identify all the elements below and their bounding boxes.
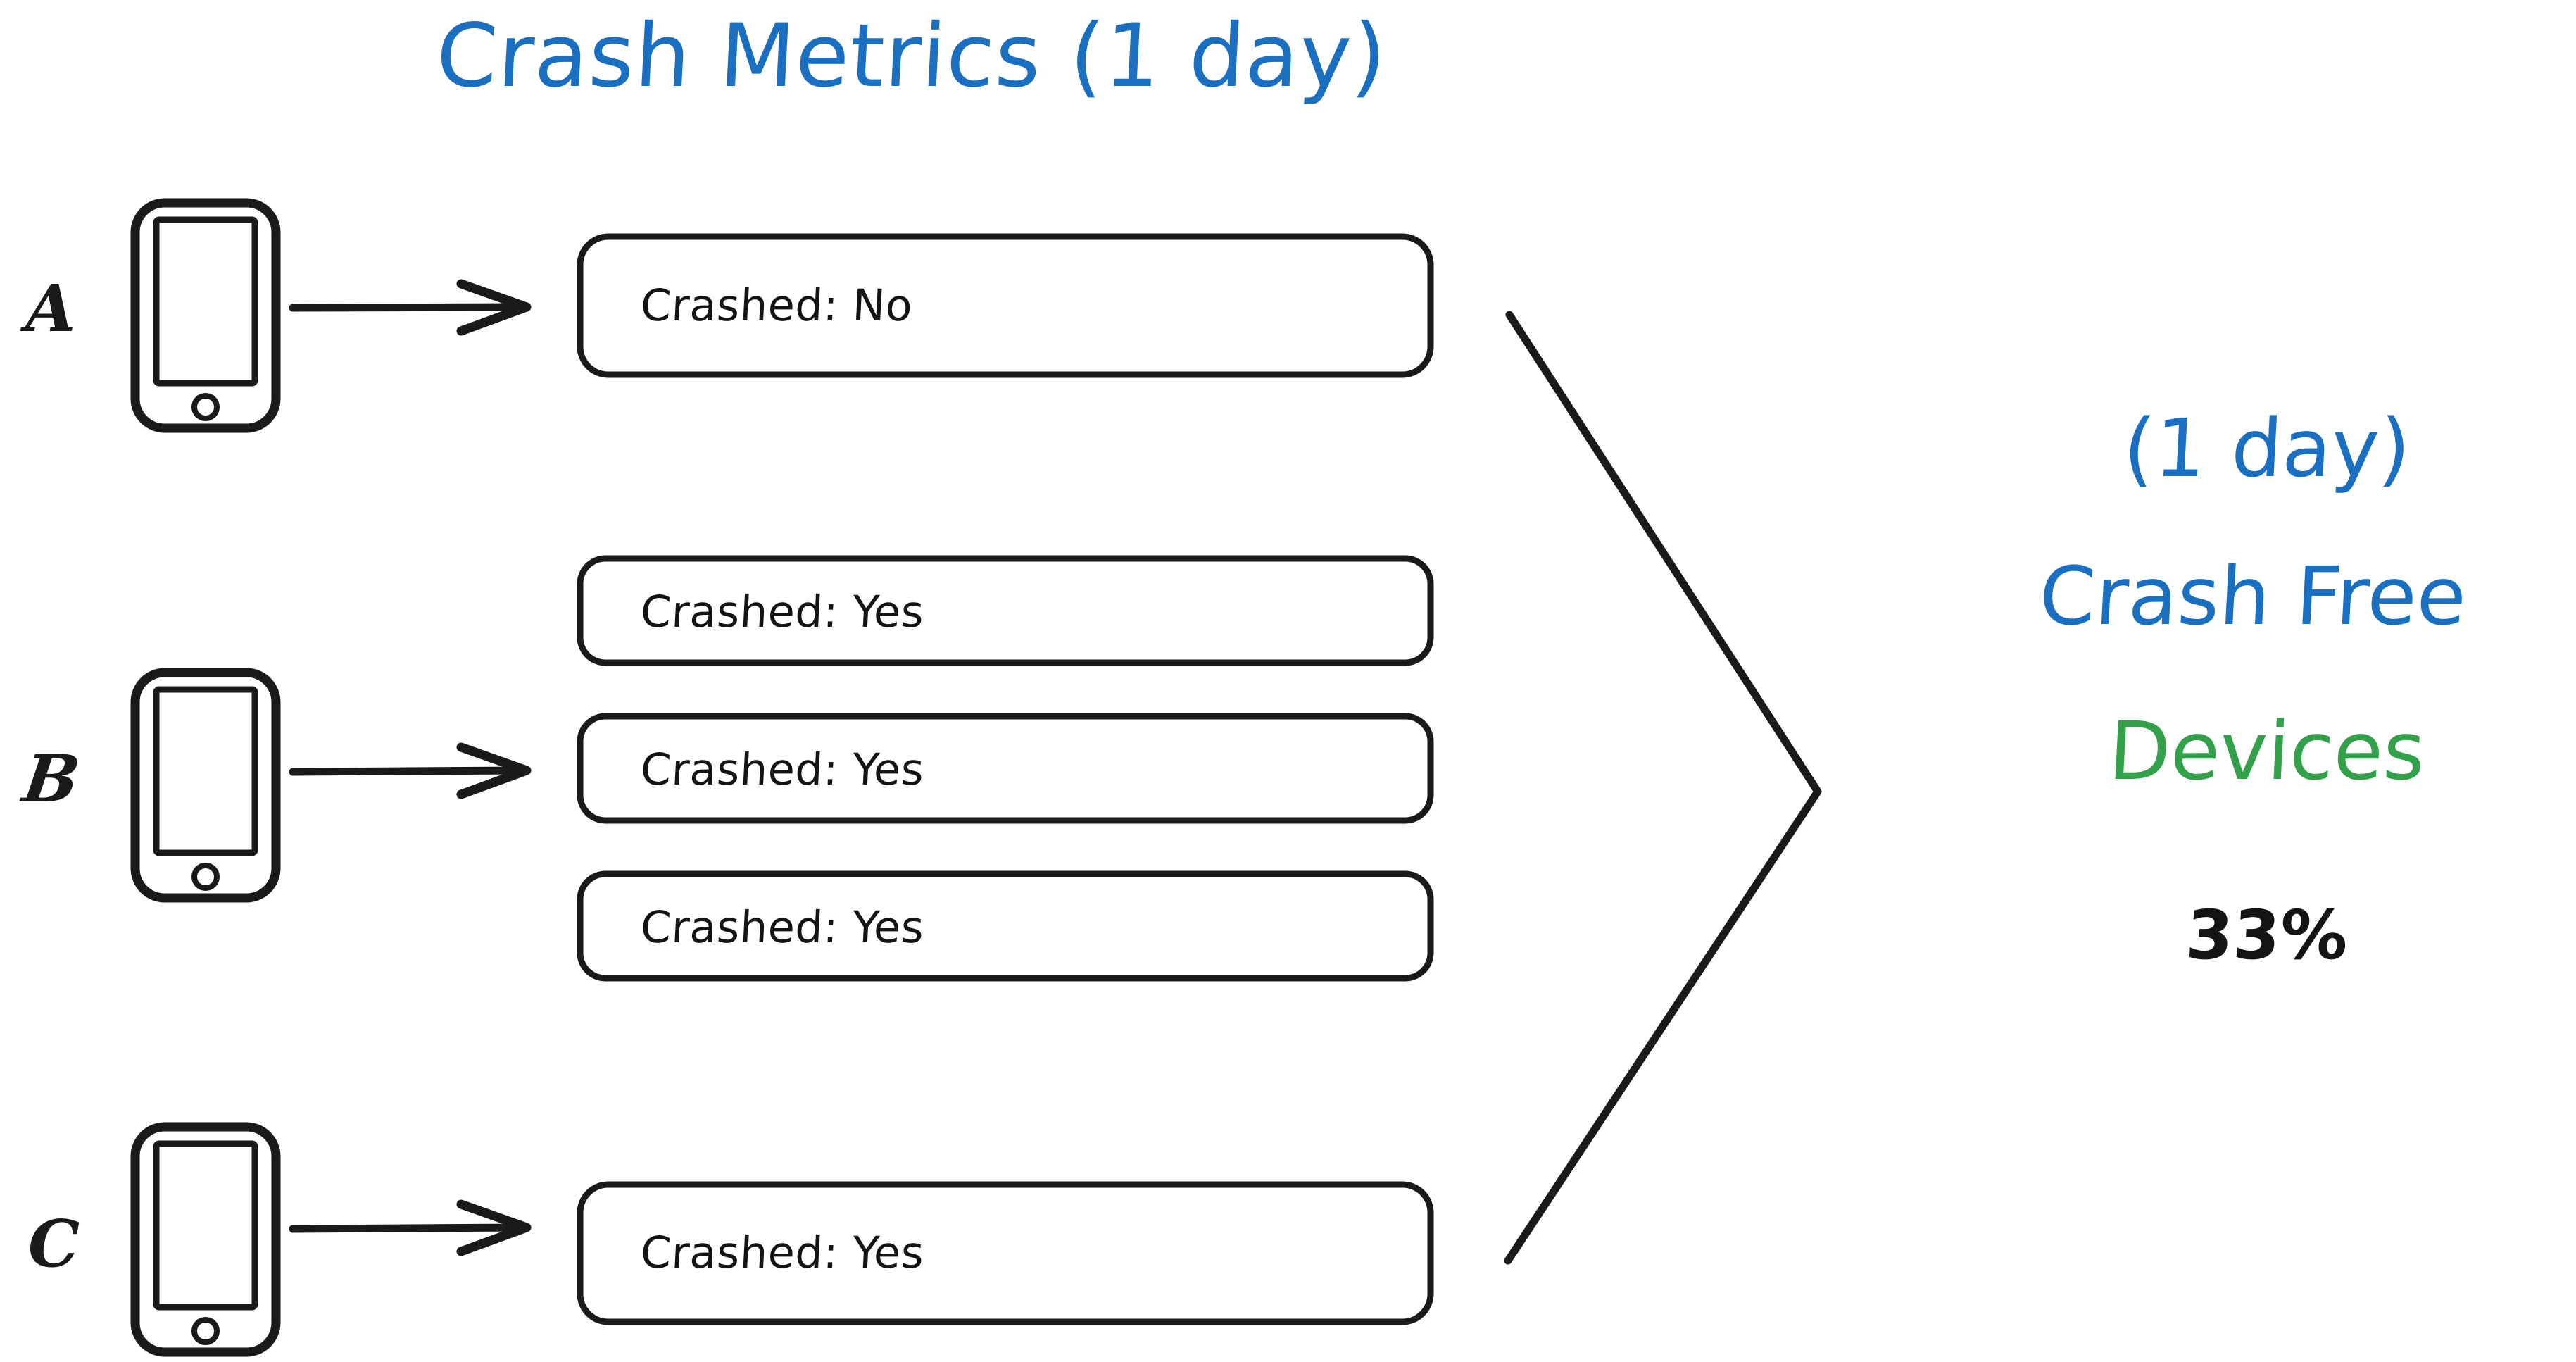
phone-icon xyxy=(130,1122,281,1357)
device-label-a: A xyxy=(25,270,76,346)
summary-period: (1 day) xyxy=(2121,401,2413,495)
event-card-label: Crashed: Yes xyxy=(639,1227,926,1278)
arrow-right-icon xyxy=(289,1199,532,1256)
summary-metric-line1: Crash Free xyxy=(2037,549,2469,643)
page-title: Crash Metrics (1 day) xyxy=(434,6,1390,107)
arrow-right-icon xyxy=(289,279,532,336)
arrow-right-icon xyxy=(289,742,532,799)
summary-value: 33% xyxy=(2184,896,2350,975)
device-label-c: C xyxy=(28,1206,80,1282)
phone-icon xyxy=(130,668,281,903)
event-card xyxy=(577,555,1434,666)
event-card-label: Crashed: Yes xyxy=(639,586,926,637)
event-card xyxy=(577,870,1434,982)
device-label-b: B xyxy=(18,741,84,817)
event-card xyxy=(577,1181,1434,1325)
event-card-label: Crashed: Yes xyxy=(639,901,926,953)
phone-icon xyxy=(130,198,281,433)
event-card xyxy=(577,713,1434,824)
event-card-label: Crashed: No xyxy=(639,280,915,331)
event-card-label: Crashed: Yes xyxy=(639,744,926,795)
brace-right-icon xyxy=(1504,311,1822,1265)
event-card xyxy=(577,233,1434,378)
summary-metric-line2: Devices xyxy=(2106,704,2428,798)
